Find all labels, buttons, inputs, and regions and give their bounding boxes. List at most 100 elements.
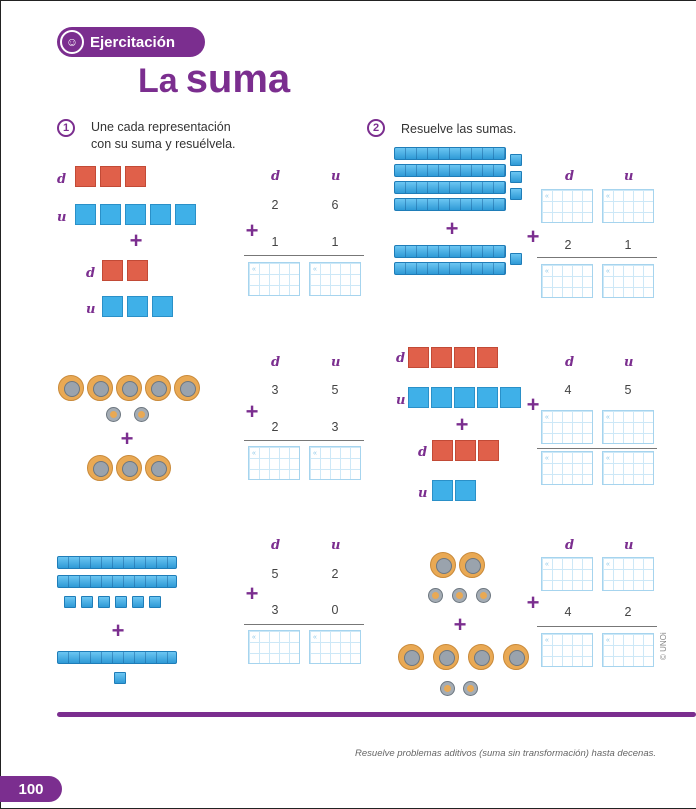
units-block <box>454 387 475 408</box>
coin-ten <box>116 375 142 401</box>
tens-block <box>100 166 121 187</box>
answer-tens-box[interactable] <box>541 264 593 298</box>
units-block <box>500 387 521 408</box>
units-block <box>102 296 123 317</box>
ten-rod <box>57 556 177 569</box>
tens-column-label: d <box>271 355 281 370</box>
top-units-digit: 5 <box>624 383 632 397</box>
answer-tens-box[interactable] <box>541 633 593 667</box>
tens-block <box>454 347 475 368</box>
units-block <box>432 480 453 501</box>
top-units-box[interactable] <box>602 557 654 591</box>
top-tens-box[interactable] <box>541 557 593 591</box>
coin-ten <box>433 644 459 670</box>
units-block <box>150 204 171 225</box>
units-block <box>477 387 498 408</box>
units-column-label: u <box>331 538 341 553</box>
tens-column-label: d <box>271 538 281 553</box>
bottom-units-digit: 2 <box>624 605 632 619</box>
activity-1-instruction: Une cada representación con su suma y re… <box>91 119 236 153</box>
sum-line <box>244 440 364 441</box>
coin-ten <box>87 455 113 481</box>
answer-tens-box[interactable] <box>248 630 300 664</box>
exercise-person-icon: ☺ <box>60 30 84 54</box>
top-units-digit: 2 <box>331 567 339 581</box>
plus-sign: + <box>111 618 125 643</box>
coin-ten <box>87 375 113 401</box>
answer-tens-box[interactable] <box>248 446 300 480</box>
answer-units-box[interactable] <box>602 451 654 485</box>
units-block <box>75 204 96 225</box>
coin-one <box>440 681 455 696</box>
tens-block <box>477 347 498 368</box>
unit-cube <box>132 596 144 608</box>
units-column-label: u <box>331 355 341 370</box>
plus-sign: + <box>120 426 134 451</box>
top-units-digit: 6 <box>331 198 339 212</box>
plus-sign: + <box>129 228 143 253</box>
unit-cube <box>115 596 127 608</box>
ten-rod <box>57 651 177 664</box>
answer-tens-box[interactable] <box>541 451 593 485</box>
copyright: © UNOi <box>659 632 668 660</box>
activity-2-number: 2 <box>367 119 385 137</box>
bottom-tens-digit: 1 <box>271 235 279 249</box>
units-column-label: u <box>624 355 634 370</box>
coin-one <box>463 681 478 696</box>
bottom-tens-digit: 3 <box>271 603 279 617</box>
coin-ten <box>174 375 200 401</box>
footer-rule <box>57 712 696 717</box>
plus-sign: + <box>526 590 540 615</box>
answer-units-box[interactable] <box>602 633 654 667</box>
ten-rod <box>394 245 506 258</box>
coin-ten <box>430 552 456 578</box>
bottom-units-digit: 3 <box>331 420 339 434</box>
plus-sign: + <box>526 224 540 249</box>
ten-rod <box>394 164 506 177</box>
bottom-units-box[interactable] <box>602 410 654 444</box>
instruction-line-2: con su suma y resuélvela. <box>91 137 236 151</box>
plus-sign: + <box>245 399 259 424</box>
tens-block <box>455 440 476 461</box>
answer-units-box[interactable] <box>309 446 361 480</box>
title-main: suma <box>185 57 291 101</box>
tens-block <box>408 347 429 368</box>
tens-block <box>432 440 453 461</box>
coin-one <box>428 588 443 603</box>
bottom-tens-box[interactable] <box>541 410 593 444</box>
bottom-tens-digit: 4 <box>564 605 572 619</box>
units-block <box>455 480 476 501</box>
answer-units-box[interactable] <box>309 630 361 664</box>
answer-units-box[interactable] <box>602 264 654 298</box>
plus-sign: + <box>526 392 540 417</box>
top-tens-box[interactable] <box>541 189 593 223</box>
plus-sign: + <box>245 218 259 243</box>
tens-block <box>127 260 148 281</box>
sum-line <box>244 624 364 625</box>
plus-sign: + <box>453 612 467 637</box>
ten-rod <box>394 198 506 211</box>
answer-tens-box[interactable] <box>248 262 300 296</box>
units-block <box>125 204 146 225</box>
tens-column-label: d <box>271 169 281 184</box>
coin-ten <box>503 644 529 670</box>
coin-one <box>106 407 121 422</box>
page-number: 100 <box>0 776 62 802</box>
unit-cube <box>98 596 110 608</box>
top-units-digit: 5 <box>331 383 339 397</box>
ten-rod <box>394 181 506 194</box>
coin-one <box>134 407 149 422</box>
unit-cube <box>149 596 161 608</box>
bottom-tens-digit: 2 <box>564 238 572 252</box>
bottom-units-digit: 1 <box>331 235 339 249</box>
units-block <box>100 204 121 225</box>
bottom-units-digit: 0 <box>331 603 339 617</box>
tens-column-label: d <box>565 538 575 553</box>
coin-ten <box>58 375 84 401</box>
top-units-box[interactable] <box>602 189 654 223</box>
answer-units-box[interactable] <box>309 262 361 296</box>
tens-column-label: d <box>565 355 575 370</box>
section-badge: ☺ Ejercitación <box>57 27 205 57</box>
tens-block <box>478 440 499 461</box>
unit-cube <box>64 596 76 608</box>
